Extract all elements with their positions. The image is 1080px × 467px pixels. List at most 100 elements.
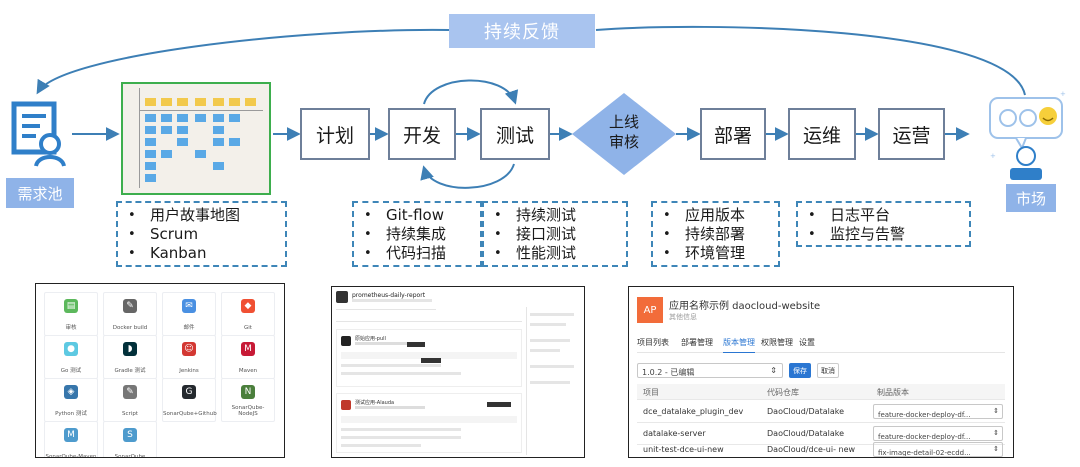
- nodejs-sonar-icon: N: [241, 385, 255, 399]
- pipeline-job2: 测试应用-Alauda: [355, 400, 395, 406]
- pipeline-screenshot: prometheus-daily-report 原始应用-pull 测试应用-A…: [331, 286, 585, 458]
- test-practices-box: 持续测试 接口测试 性能测试: [482, 201, 628, 267]
- plugin-label: Jenkins: [179, 368, 199, 374]
- maven-icon: M: [241, 342, 255, 356]
- plugin-tile[interactable]: ✉ 邮件: [162, 292, 216, 336]
- stage-plan: 计划: [300, 108, 370, 160]
- stage-release-line1: 上线: [608, 113, 639, 131]
- plugin-tile[interactable]: G SonarQube+Github: [162, 378, 217, 422]
- plugin-label: SonarQube+Github: [163, 411, 217, 417]
- plugin-label: SonarQube-NodeJS: [231, 405, 265, 417]
- market-tag: 市场: [1006, 184, 1056, 212]
- chevron-updown-icon: ⇕: [993, 445, 999, 453]
- release-diamond: [572, 93, 676, 175]
- stage-release: 上线 审核: [573, 112, 675, 152]
- plugin-tile[interactable]: ✎Docker build: [103, 292, 157, 336]
- app-title: 应用名称示例 daocloud-website: [669, 301, 821, 312]
- cell-project: datalake-server: [643, 429, 706, 438]
- tab-permissions[interactable]: 权限管理: [761, 338, 793, 347]
- plugin-tile[interactable]: M SonarQube-Maven: [44, 421, 98, 458]
- plugin-label: 审核: [65, 325, 77, 331]
- stage-ops: 运维: [788, 108, 856, 160]
- artifact-select[interactable]: fix-image-detail-02-ecdd...⇕: [873, 442, 1003, 457]
- python-icon: ◈: [64, 385, 78, 399]
- plugin-label: 邮件: [183, 325, 195, 331]
- list-item: 持续部署: [663, 225, 772, 244]
- plugin-tile[interactable]: ◆Git: [221, 292, 275, 336]
- svg-text:+: +: [1060, 90, 1066, 98]
- deploy-practices-box: 应用版本 持续部署 环境管理: [651, 201, 780, 267]
- chevron-updown-icon: ⇕: [993, 429, 999, 437]
- github-sonar-icon: G: [182, 385, 196, 399]
- pipeline-job1: 原始应用-pull: [355, 336, 386, 342]
- chevron-updown-icon: ⇕: [993, 407, 999, 415]
- cell-repo: DaoCloud/Datalake: [767, 429, 844, 438]
- feedback-label: 持续反馈: [449, 14, 595, 48]
- stage-test: 测试: [480, 108, 550, 160]
- cell-project: dce_datalake_plugin_dev: [643, 407, 744, 416]
- market-feedback-icon: + +: [986, 90, 1066, 180]
- plugin-label: Git: [244, 325, 252, 331]
- tab-settings[interactable]: 设置: [799, 338, 815, 347]
- plugin-tile[interactable]: N SonarQube-NodeJS: [221, 378, 275, 422]
- table-header: 项目 代码仓库 制品版本: [637, 384, 1005, 400]
- pipeline-title: prometheus-daily-report: [352, 292, 426, 299]
- plugin-label: Docker build: [112, 325, 148, 331]
- story-practices-box: 用户故事地图 Scrum Kanban: [116, 201, 287, 267]
- svg-text:+: +: [990, 152, 996, 160]
- plugin-label: SonarQube: [114, 454, 146, 458]
- requirement-pool-icon: [10, 100, 66, 170]
- version-select[interactable]: 1.0.2 - 已编辑 ⇕: [637, 363, 783, 378]
- plugin-label: Script: [122, 411, 138, 417]
- feedback-arc: [595, 25, 1026, 96]
- list-item: 日志平台: [808, 206, 963, 225]
- script-icon: ✎: [123, 385, 137, 399]
- cell-repo: DaoCloud/dce-ui- new: [767, 445, 856, 454]
- plugin-label: SonarQube-Maven: [45, 454, 97, 458]
- plugin-label: Python 测试: [55, 411, 87, 417]
- plugin-tile[interactable]: M Maven: [221, 335, 275, 379]
- stage-dev: 开发: [388, 108, 456, 160]
- list-item: 代码扫描: [364, 244, 474, 263]
- cancel-button[interactable]: 取消: [817, 363, 839, 378]
- clipboard-icon: ▤: [64, 299, 78, 313]
- jenkins-icon: ☺: [182, 342, 196, 356]
- plugin-tile[interactable]: ◗Gradle 测试: [103, 335, 157, 379]
- plugin-tile[interactable]: ✎ Script: [103, 378, 157, 422]
- artifact-select[interactable]: feature-docker-deploy-df... ⇕: [873, 426, 1003, 441]
- version-value: 1.0.2 - 已编辑: [642, 368, 695, 377]
- cell-repo: DaoCloud/Datalake: [767, 407, 844, 416]
- cell-artifact: feature-docker-deploy-df...: [878, 411, 971, 419]
- save-button[interactable]: 保存: [789, 363, 811, 378]
- stage-operate: 运营: [878, 108, 945, 160]
- mail-icon: ✉: [182, 299, 196, 313]
- tab-deploy[interactable]: 部署管理: [681, 338, 713, 347]
- chevron-updown-icon: ⇕: [770, 366, 777, 375]
- cell-artifact: feature-docker-deploy-df...: [878, 433, 971, 441]
- list-item: Kanban: [128, 244, 279, 263]
- plugin-tile[interactable]: ☺ Jenkins: [162, 335, 216, 379]
- table-row: dce_datalake_plugin_dev DaoCloud/Datalak…: [637, 401, 1005, 423]
- maven-sonar-icon: M: [64, 428, 78, 442]
- artifact-select[interactable]: feature-docker-deploy-df... ⇕: [873, 404, 1003, 419]
- list-item: 持续测试: [494, 206, 620, 225]
- plugin-tile[interactable]: ◈ Python 测试: [44, 378, 98, 422]
- list-item: 性能测试: [494, 244, 620, 263]
- tab-projects[interactable]: 项目列表: [637, 338, 669, 347]
- column-header: 代码仓库: [767, 388, 799, 397]
- ops-practices-box: 日志平台 监控与告警: [796, 201, 971, 247]
- tab-version[interactable]: 版本管理: [723, 337, 755, 353]
- gopher-icon: ●: [64, 342, 78, 356]
- plugin-tile[interactable]: ▤ 审核: [44, 292, 98, 336]
- plugin-label: Maven: [238, 368, 258, 374]
- app-tabs: 项目列表 部署管理 版本管理 权限管理 设置: [637, 337, 1005, 353]
- table-row: datalake-server DaoCloud/Datalake featur…: [637, 423, 1005, 445]
- plugin-grid-screenshot: ▤审核✎Docker build✉邮件◆Git●Go 测试◗Gradle 测试☺…: [35, 283, 285, 458]
- elephant-icon: ◗: [123, 342, 137, 356]
- app-version-screenshot: AP 应用名称示例 daocloud-website 其他信息 项目列表 部署管…: [628, 286, 1014, 458]
- column-header: 项目: [643, 388, 659, 397]
- column-header: 制品版本: [877, 388, 909, 397]
- plugin-tile[interactable]: ●Go 测试: [44, 335, 98, 379]
